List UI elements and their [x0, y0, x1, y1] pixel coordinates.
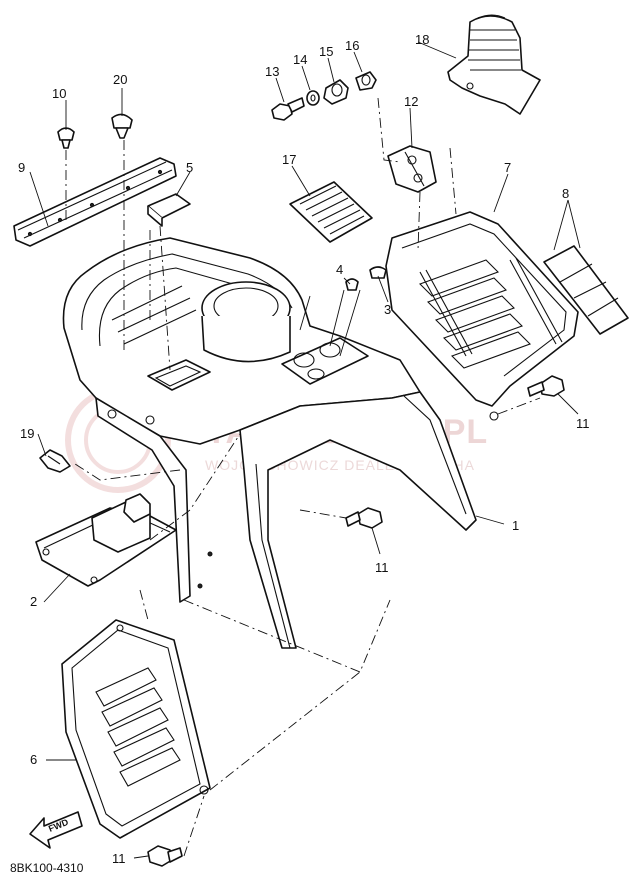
callout-11-bottom: 11 [112, 851, 126, 866]
callout-19: 19 [20, 426, 34, 441]
callout-17: 17 [282, 152, 296, 167]
part-5-cover [147, 193, 191, 227]
part-12-bracket [387, 145, 437, 193]
callout-10: 10 [52, 86, 66, 101]
callout-6: 6 [30, 752, 37, 767]
callout-11-right: 11 [576, 416, 590, 431]
parts-13-16-hardware [271, 71, 377, 121]
callout-13: 13 [265, 64, 279, 79]
callout-3: 3 [384, 302, 391, 317]
part-19-clip [39, 449, 71, 473]
part-1-main-body [62, 237, 499, 649]
callout-8: 8 [562, 186, 569, 201]
fwd-arrow: FWD [29, 811, 83, 849]
diagram-code: 8BK100-4310 [10, 861, 84, 875]
part-8-pad [543, 245, 629, 335]
part-6-louvered-cover [61, 619, 211, 839]
parts-10-20-clips [57, 113, 133, 149]
callout-7: 7 [504, 160, 511, 175]
callout-4: 4 [336, 262, 343, 277]
callout-2: 2 [30, 594, 37, 609]
part-2-switch-cover [35, 493, 177, 587]
callout-11-center: 11 [375, 560, 389, 575]
callout-1: 1 [512, 518, 519, 533]
callout-20: 20 [113, 72, 127, 87]
part-7-side-cover [385, 211, 579, 407]
callout-numbers: 10 20 9 5 13 14 15 16 12 18 17 7 8 4 3 1… [18, 32, 590, 866]
callout-14: 14 [293, 52, 307, 67]
parts-3-4-clips [345, 266, 387, 291]
callout-9: 9 [18, 160, 25, 175]
callout-18: 18 [415, 32, 429, 47]
callout-16: 16 [345, 38, 359, 53]
callout-15: 15 [319, 44, 333, 59]
part-11-bolts [147, 375, 565, 867]
assembly-lines [65, 97, 541, 857]
callout-5: 5 [186, 160, 193, 175]
part-9-rail [13, 157, 177, 247]
part-18-boot [447, 14, 541, 115]
part-17-pad [289, 181, 373, 243]
callout-12: 12 [404, 94, 418, 109]
leader-lines [29, 41, 581, 859]
